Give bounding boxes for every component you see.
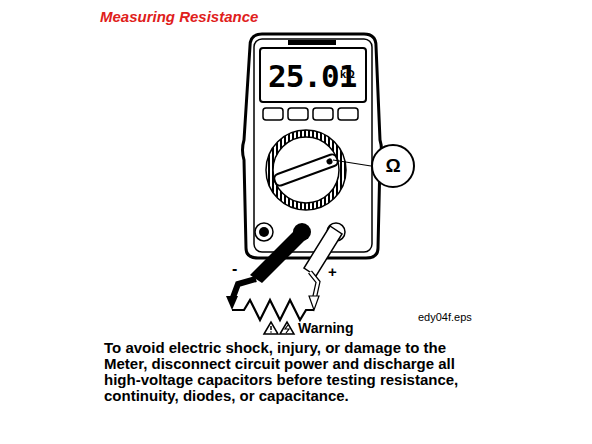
dial-pointer xyxy=(273,153,339,187)
display-window xyxy=(260,48,366,102)
polarity-plus: + xyxy=(328,263,337,280)
button xyxy=(288,108,308,120)
meter-holster xyxy=(243,34,382,258)
button xyxy=(338,108,358,120)
title: Measuring Resistance xyxy=(100,8,258,25)
polarity-minus: - xyxy=(232,260,237,278)
leader-line xyxy=(333,160,371,166)
file-name: edy04f.eps xyxy=(418,311,472,323)
rotary-dial xyxy=(266,130,346,210)
lcd-display: 25.01kΩ xyxy=(262,50,364,100)
callout-circle: Ω xyxy=(371,144,415,188)
meter-body xyxy=(254,39,372,252)
black-probe xyxy=(250,228,309,283)
warning-symbols xyxy=(264,322,294,334)
brand-badge xyxy=(288,40,336,45)
input-jack xyxy=(255,223,273,241)
red-tip xyxy=(309,296,319,310)
dial-face xyxy=(273,137,339,203)
button xyxy=(313,108,333,120)
warning-heading: Warning xyxy=(298,320,353,336)
display-unit: kΩ xyxy=(340,68,355,80)
warning-text: To avoid electric shock, injury, or dama… xyxy=(104,340,476,404)
resistor-symbol xyxy=(232,300,314,320)
black-tip xyxy=(226,296,238,310)
button xyxy=(263,108,283,120)
ohm-symbol: Ω xyxy=(385,155,400,177)
input-jack xyxy=(259,227,269,237)
